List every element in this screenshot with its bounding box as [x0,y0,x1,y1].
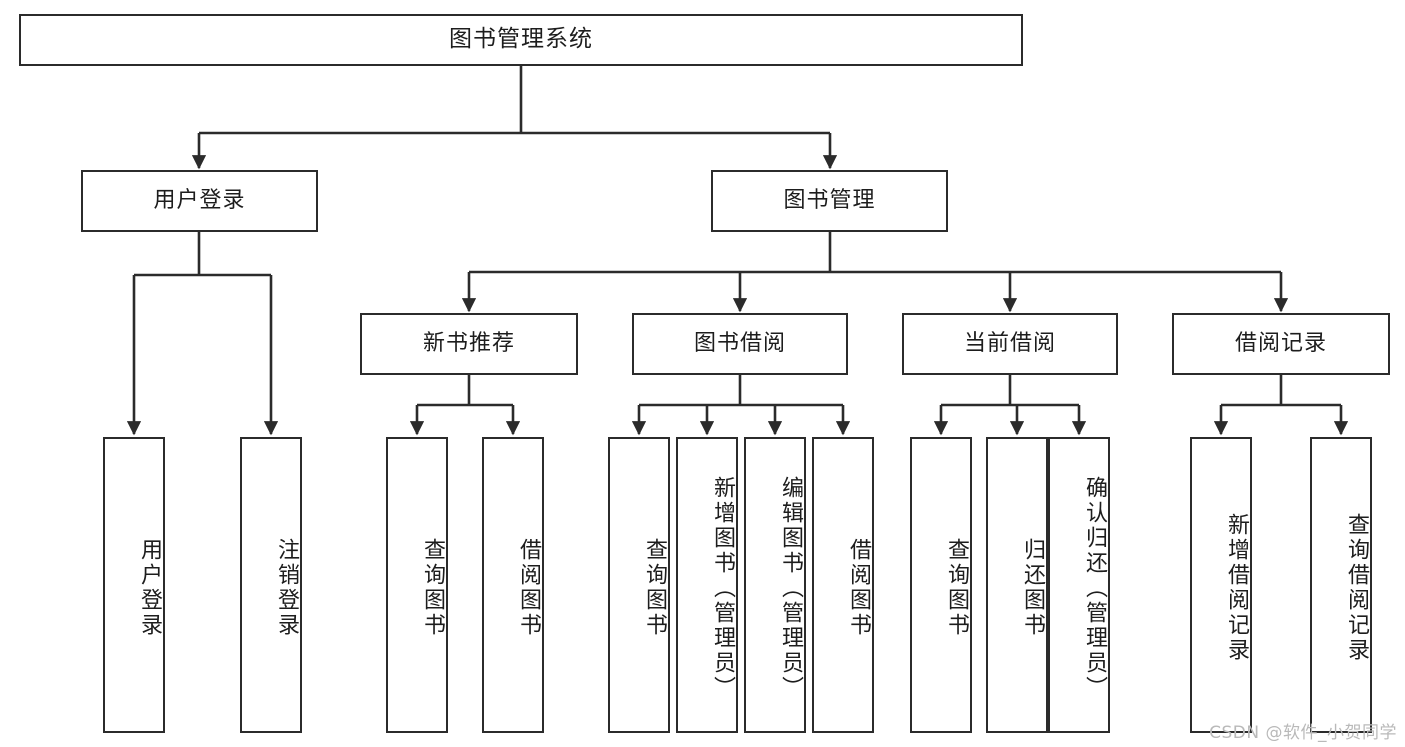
node-current-borrow[interactable]: 当前借阅 [902,313,1118,375]
node-leaf-user-login-label: 用户登录 [137,538,162,638]
csdn-watermark: CSDN @软件_小贺同学 [1209,723,1397,743]
node-user-login-label: 用户登录 [153,187,246,213]
node-leaf-borrow-book-rec-label: 借阅图书 [516,538,541,638]
node-book-borrow[interactable]: 图书借阅 [632,313,848,375]
node-leaf-borrow-book-rec[interactable]: 借阅图书 [482,437,544,733]
node-leaf-user-login[interactable]: 用户登录 [103,437,165,733]
node-root[interactable]: 图书管理系统 [19,14,1023,66]
node-leaf-add-book[interactable]: 新增图书（管理员） [676,437,738,733]
node-leaf-borrow-book[interactable]: 借阅图书 [812,437,874,733]
node-leaf-borrow-book-label: 借阅图书 [846,538,871,638]
node-root-label: 图书管理系统 [449,26,593,53]
node-current-borrow-label: 当前借阅 [963,330,1056,356]
node-leaf-confirm-return-label: 确认归还（管理员） [1082,475,1107,701]
node-user-login[interactable]: 用户登录 [81,170,318,232]
node-leaf-return-book-label: 归还图书 [1020,538,1045,638]
edges-user-login [126,232,279,436]
node-leaf-return-book[interactable]: 归还图书 [986,437,1048,733]
edges-borrow-record [1213,375,1349,436]
node-leaf-edit-book-label: 编辑图书（管理员） [778,475,803,701]
node-new-book-recommend[interactable]: 新书推荐 [360,313,578,375]
node-leaf-query-book-rec-label: 查询图书 [420,538,445,638]
node-leaf-add-book-label: 新增图书（管理员） [710,475,735,701]
node-leaf-edit-book[interactable]: 编辑图书（管理员） [744,437,806,733]
node-leaf-query-book-borrow[interactable]: 查询图书 [608,437,670,733]
node-leaf-query-book-borrow-label: 查询图书 [642,538,667,638]
edges-current-borrow [933,375,1087,436]
edges-new-book-recommend [409,375,521,436]
node-leaf-query-record-label: 查询借阅记录 [1344,513,1369,663]
edges-root [191,66,838,170]
node-book-manage[interactable]: 图书管理 [711,170,948,232]
node-leaf-query-book-rec[interactable]: 查询图书 [386,437,448,733]
node-book-borrow-label: 图书借阅 [693,330,786,356]
edges-book-manage [461,232,1289,313]
node-leaf-add-record[interactable]: 新增借阅记录 [1190,437,1252,733]
node-leaf-user-logout[interactable]: 注销登录 [240,437,302,733]
node-leaf-add-record-label: 新增借阅记录 [1224,513,1249,663]
node-new-book-recommend-label: 新书推荐 [422,330,515,356]
node-leaf-query-record[interactable]: 查询借阅记录 [1310,437,1372,733]
node-book-manage-label: 图书管理 [783,187,876,213]
node-leaf-query-book-current[interactable]: 查询图书 [910,437,972,733]
node-borrow-record-label: 借阅记录 [1234,330,1327,356]
node-borrow-record[interactable]: 借阅记录 [1172,313,1390,375]
node-leaf-user-logout-label: 注销登录 [274,538,299,638]
edges-book-borrow [631,375,851,436]
node-leaf-query-book-current-label: 查询图书 [944,538,969,638]
node-leaf-confirm-return[interactable]: 确认归还（管理员） [1048,437,1110,733]
